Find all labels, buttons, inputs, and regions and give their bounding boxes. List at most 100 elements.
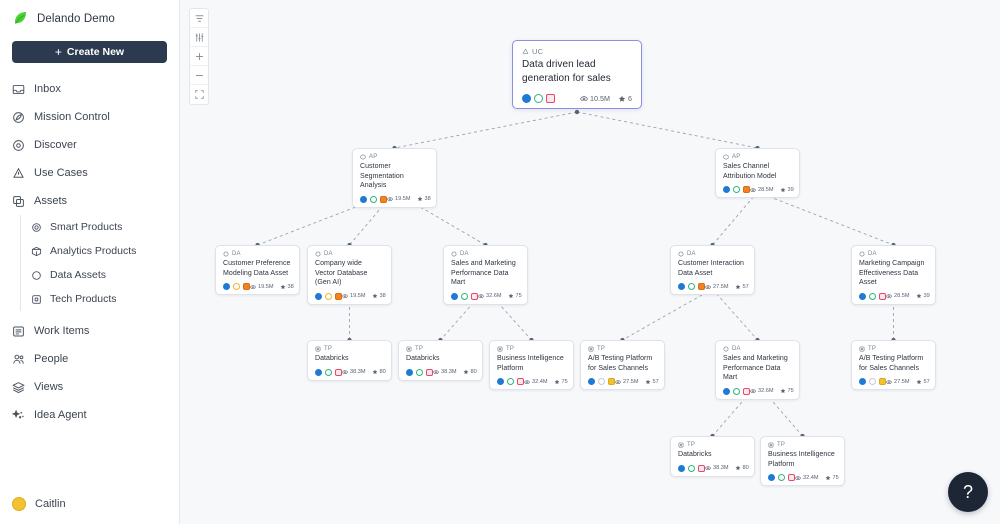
stars-metric: 39 — [916, 293, 930, 299]
node-title: Databricks — [406, 355, 440, 362]
views-metric: 27.5M — [886, 379, 910, 385]
star-icon — [372, 369, 378, 375]
eye-icon — [705, 284, 711, 289]
graph-node[interactable]: DA Customer Preference Modeling Data Asse… — [215, 245, 300, 296]
sidebar-item-tech-products[interactable]: Tech Products — [21, 287, 179, 311]
stars-value: 75 — [787, 388, 794, 395]
tech-products-icon — [859, 346, 865, 352]
sidebar-user[interactable]: Caitlin — [0, 484, 179, 524]
node-title: Business Intelligence Platform — [768, 451, 835, 468]
node-badge — [723, 387, 730, 395]
sidebar-item-inbox[interactable]: Inbox — [0, 75, 179, 103]
analytics-products-icon — [31, 246, 42, 257]
graph-edge — [622, 288, 713, 341]
stars-value: 75 — [561, 378, 568, 385]
views-value: 28.5M — [894, 293, 910, 300]
analytics-products-icon — [360, 154, 366, 160]
help-button[interactable]: ? — [948, 472, 988, 512]
stars-metric: 57 — [916, 379, 930, 385]
star-icon — [825, 475, 831, 481]
node-badge — [243, 283, 250, 291]
canvas-toolbar — [189, 8, 209, 105]
align-icon[interactable] — [190, 9, 208, 28]
eye-icon — [342, 294, 348, 299]
node-badge — [546, 94, 555, 103]
sliders-icon[interactable] — [190, 28, 208, 47]
views-metric: 27.5M — [615, 379, 639, 385]
node-badge — [497, 378, 504, 386]
node-title: Databricks — [678, 451, 712, 458]
graph-edge — [712, 191, 758, 246]
create-new-button[interactable]: + Create New — [12, 41, 167, 63]
leaf-logo-icon — [12, 10, 29, 27]
node-title: A/B Testing Platform for Sales Channels — [859, 355, 924, 372]
zoom-in-icon[interactable] — [190, 47, 208, 66]
sidebar-item-smart-products[interactable]: Smart Products — [21, 215, 179, 239]
work-items-icon — [12, 325, 25, 338]
node-badge — [859, 292, 866, 300]
brand[interactable]: Delando Demo — [0, 0, 179, 35]
node-badges — [723, 186, 750, 194]
sidebar-item-discover[interactable]: Discover — [0, 131, 179, 159]
sidebar-item-people[interactable]: People — [0, 345, 179, 373]
sidebar-item-views[interactable]: Views — [0, 373, 179, 401]
node-badge — [507, 378, 514, 386]
tech-products-icon — [678, 442, 684, 448]
node-badge — [608, 378, 615, 386]
sidebar-item-idea-agent[interactable]: Idea Agent — [0, 401, 179, 429]
stars-value: 80 — [742, 465, 749, 472]
views-value: 32.6M — [758, 388, 774, 395]
star-icon — [916, 379, 922, 385]
sidebar-item-work-items[interactable]: Work Items — [0, 317, 179, 345]
sub-item-label: Tech Products — [50, 293, 117, 305]
node-title: Customer Preference Modeling Data Asset — [223, 260, 291, 277]
zoom-out-icon[interactable] — [190, 66, 208, 85]
sub-item-label: Data Assets — [50, 269, 107, 281]
sidebar-item-use-cases[interactable]: Use Cases — [0, 159, 179, 187]
views-value: 27.5M — [623, 378, 639, 385]
node-title: Customer Interaction Data Asset — [678, 260, 744, 277]
analytics-products-icon — [723, 154, 729, 160]
node-badge — [778, 474, 785, 482]
views-metric: 38.3M — [342, 369, 366, 375]
node-badge — [768, 474, 775, 482]
star-icon — [554, 379, 560, 385]
sidebar-item-analytics-products[interactable]: Analytics Products — [21, 239, 179, 263]
sidebar-item-data-assets[interactable]: Data Assets — [21, 263, 179, 287]
node-type: DA — [223, 251, 292, 257]
node-badge — [315, 292, 322, 300]
node-type: DA — [723, 346, 792, 352]
sidebar-item-mission-control[interactable]: Mission Control — [0, 103, 179, 131]
node-badge — [879, 378, 886, 386]
sidebar-item-assets[interactable]: Assets — [0, 187, 179, 215]
node-badges — [859, 292, 886, 300]
node-badge — [859, 378, 866, 386]
stars-metric: 80 — [735, 465, 749, 471]
fit-screen-icon[interactable] — [190, 85, 208, 104]
use-case-icon — [12, 167, 25, 180]
star-icon — [735, 465, 741, 471]
node-title: Customer Segmentation Analysis — [360, 163, 404, 190]
